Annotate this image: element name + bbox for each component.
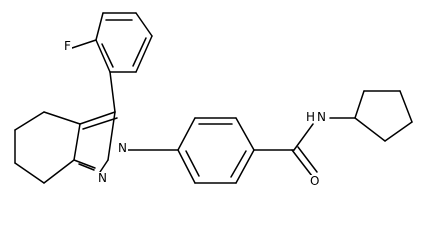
nitrogen-n2-label: N xyxy=(97,171,108,185)
fluorine-label: F xyxy=(63,39,72,53)
amide-h-label: H xyxy=(305,110,317,124)
cyclopentyl-ring xyxy=(354,90,413,142)
tetrahydroindazole-ring xyxy=(14,111,118,184)
c-f-bond xyxy=(71,39,97,49)
amide-n-label: N xyxy=(316,110,327,124)
aryl-pyrazole-bond xyxy=(109,71,116,113)
molecule-diagram: F N N H N O xyxy=(14,12,413,188)
molecule-bonds xyxy=(14,12,413,184)
benzene-ring xyxy=(177,117,255,184)
carbonyl-double-bond-a xyxy=(291,149,313,177)
fluorophenyl-ring xyxy=(95,12,153,73)
carbonyl-n-bond xyxy=(293,123,314,151)
oxygen-label: O xyxy=(309,174,321,188)
nitrogen-n1-label: N xyxy=(117,141,128,155)
carbonyl-double-bond-b xyxy=(297,146,318,173)
